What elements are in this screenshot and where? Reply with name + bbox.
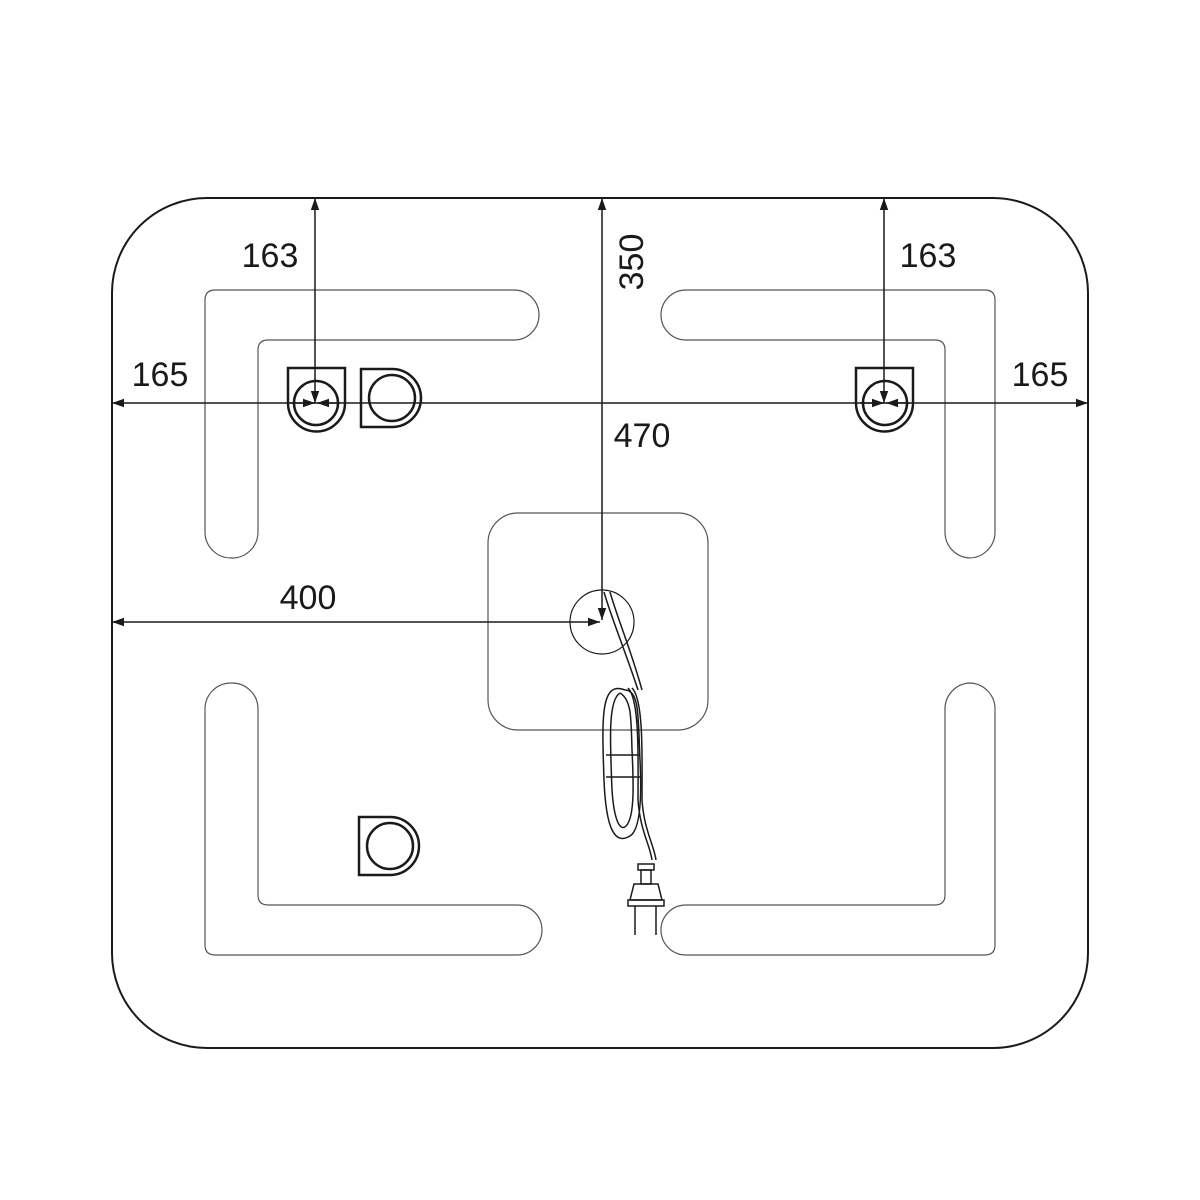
mount-hook-left xyxy=(286,366,347,433)
led-strip-bottom-right xyxy=(660,682,996,956)
led-strip-bottom-left xyxy=(204,682,543,956)
label-center-depth: 350 xyxy=(613,234,651,291)
power-cord xyxy=(602,591,665,935)
label-right-hook-offset: 163 xyxy=(900,237,957,275)
led-strip-top-right xyxy=(660,289,996,559)
label-left-hook-offset: 163 xyxy=(242,237,299,275)
label-cable-offset: 400 xyxy=(280,579,337,617)
mirror-outline xyxy=(111,197,1089,1049)
switch-sensor-bottom xyxy=(357,815,421,877)
label-hook-spacing: 470 xyxy=(614,417,671,455)
led-strip-top-left xyxy=(204,289,540,559)
label-right-edge-offset: 165 xyxy=(1012,356,1069,394)
label-left-edge-offset: 165 xyxy=(132,356,189,394)
switch-sensor-top xyxy=(359,367,423,429)
